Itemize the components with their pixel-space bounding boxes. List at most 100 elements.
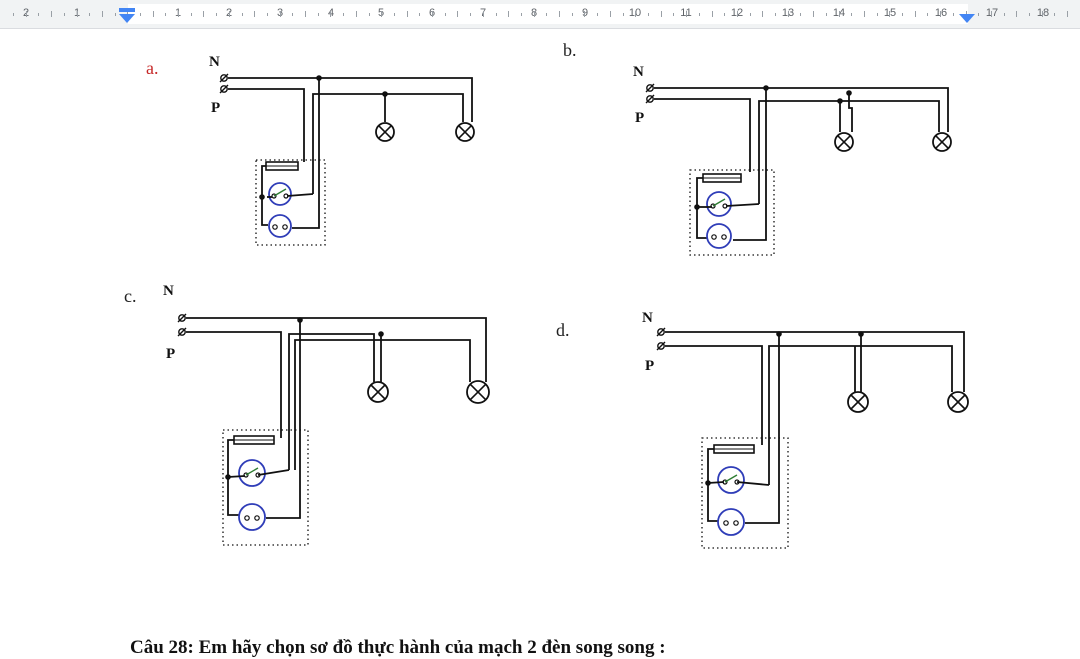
ruler-tick: [26, 11, 27, 17]
ruler-tick: [457, 11, 458, 17]
ruler-tick: [242, 13, 243, 16]
wire: [266, 320, 301, 519]
ruler-tick: [419, 13, 420, 16]
circuit-diagram-d: d.NP: [556, 310, 969, 549]
terminal-slash: [645, 94, 655, 104]
ruler-tick: [381, 11, 382, 17]
switch-icon: [238, 459, 266, 487]
right-indent-marker[interactable]: [959, 14, 975, 23]
ruler-tick: [153, 11, 154, 17]
ruler-tick: [1042, 11, 1043, 17]
ruler-tick: [623, 13, 624, 16]
ruler-number: 18: [1036, 7, 1050, 19]
wire: [228, 88, 305, 162]
diagram-label: b.: [563, 40, 577, 60]
socket-icon: [268, 214, 292, 238]
terminal-slash: [645, 83, 655, 93]
ruler-tick: [394, 13, 395, 16]
ruler-tick: [953, 13, 954, 16]
ruler-tick: [635, 11, 636, 17]
ruler-tick: [115, 13, 116, 16]
ruler-number: 15: [883, 7, 897, 19]
wire: [288, 333, 375, 470]
neutral-label: N: [642, 310, 653, 326]
diagram-label: c.: [124, 286, 137, 306]
wire: [736, 481, 770, 486]
phase-label: P: [645, 358, 654, 374]
terminal-slash: [177, 327, 187, 337]
wire: [228, 77, 473, 122]
ruler-tick: [1004, 13, 1005, 16]
socket-icon: [717, 508, 745, 536]
wire: [312, 93, 464, 194]
lamp-cross: [950, 394, 966, 410]
phase-label: P: [635, 110, 644, 126]
ruler-tick: [77, 11, 78, 17]
ruler-tick: [762, 11, 763, 17]
ruler-tick: [178, 11, 179, 17]
lamp-cross: [850, 394, 866, 410]
ruler-tick: [940, 11, 941, 17]
ruler-number: 17: [985, 7, 999, 19]
ruler-tick: [826, 13, 827, 16]
ruler-number: 16: [934, 7, 948, 19]
terminal-slash: [219, 84, 229, 94]
ruler-tick: [64, 13, 65, 16]
diagram-label: a.: [146, 58, 159, 78]
ruler-tick: [292, 13, 293, 16]
outlet-board-outline: [701, 437, 789, 549]
ruler-tick: [13, 13, 14, 16]
ruler-tick: [800, 13, 801, 16]
neutral-label: N: [209, 54, 220, 70]
ruler-tick: [775, 13, 776, 16]
circuit-diagram-a: a.NP: [146, 54, 475, 246]
ruler-tick: [470, 13, 471, 16]
wire: [745, 334, 780, 524]
terminal-slash: [177, 313, 187, 323]
socket-icon: [706, 223, 732, 249]
lamp-cross: [378, 125, 392, 139]
ruler-tick: [407, 11, 408, 17]
socket-pin: [721, 234, 727, 240]
switch-icon: [706, 191, 732, 217]
ruler-tick: [559, 11, 560, 17]
neutral-label: N: [163, 283, 174, 299]
wire: [665, 331, 965, 392]
ruler-tick: [813, 11, 814, 17]
socket-pin: [272, 224, 278, 230]
ruler[interactable]: 21123456789101112131415161718: [0, 0, 1080, 29]
lamp-cross: [458, 125, 472, 139]
phase-label: P: [166, 346, 175, 362]
switch-lever: [245, 467, 259, 476]
ruler-tick: [1067, 11, 1068, 17]
lamp-cross: [837, 135, 851, 149]
ruler-tick: [737, 11, 738, 17]
ruler-tick: [788, 11, 789, 17]
socket-icon: [238, 503, 266, 531]
terminal-slash: [656, 341, 666, 351]
ruler-tick: [597, 13, 598, 16]
left-indent-marker[interactable]: [119, 14, 135, 23]
ruler-tick: [534, 11, 535, 17]
switch-lever: [712, 198, 726, 207]
ruler-tick: [915, 11, 916, 17]
wire: [654, 98, 751, 172]
ruler-tick: [546, 13, 547, 16]
outlet-board-outline: [222, 429, 309, 546]
wire: [654, 87, 949, 132]
lamp-cross: [370, 384, 386, 400]
ruler-number: 9: [581, 7, 589, 19]
ruler-tick: [521, 13, 522, 16]
switch-icon: [268, 182, 292, 206]
wire: [186, 331, 282, 438]
terminal-slash: [656, 327, 666, 337]
ruler-tick: [140, 13, 141, 16]
ruler-tick: [877, 13, 878, 16]
first-line-indent-marker[interactable]: [119, 8, 135, 12]
ruler-tick: [572, 13, 573, 16]
wire: [257, 469, 290, 476]
circuit-diagram-c: c. N P: [124, 283, 490, 546]
switch-lever: [724, 474, 738, 483]
ruler-tick: [280, 11, 281, 17]
ruler-tick: [102, 11, 103, 17]
